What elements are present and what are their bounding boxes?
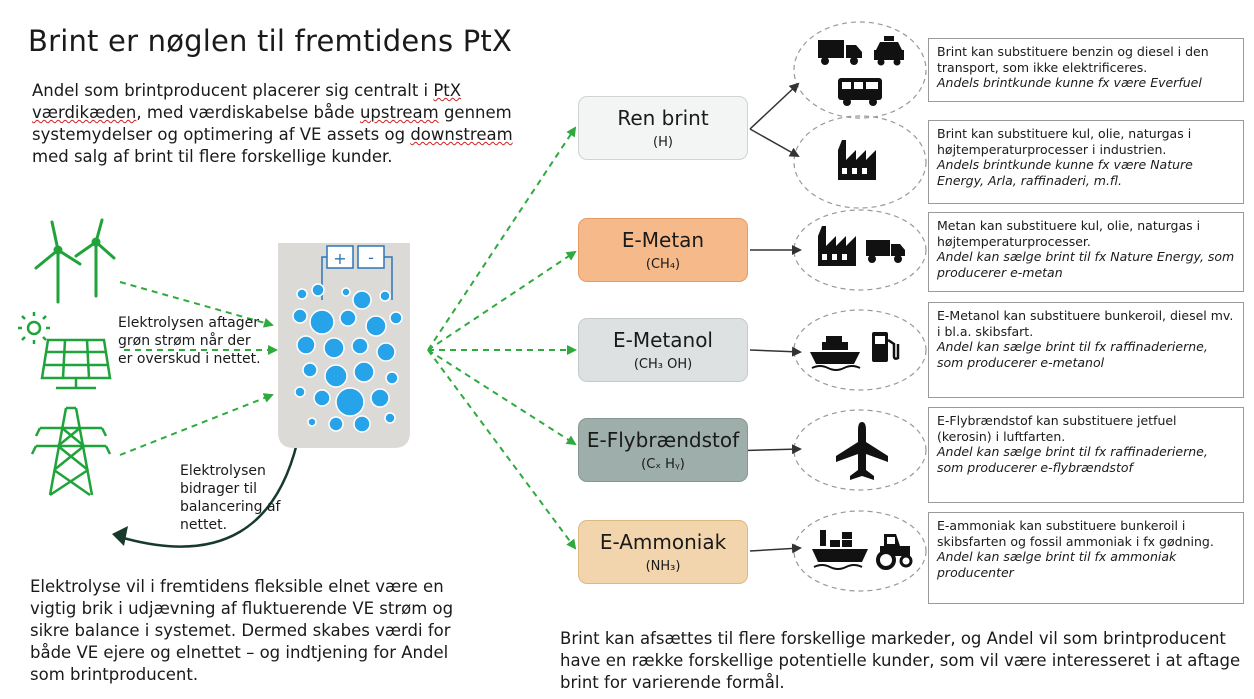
bottom-left-text: Elektrolyse vil i fremtidens fleksible e… [30,577,454,684]
description-customer: Andel kan sælge brint til fx raffinaderi… [937,339,1208,370]
electrolyzer-icon: + - [278,243,410,448]
page-title: Brint er nøglen til fremtidens PtX [28,24,513,58]
taxi-icon [874,36,904,66]
balancing-label: Elektrolysen bidrager til balancering af… [180,463,281,533]
product-e-ammoniak: E-Ammoniak (NH₃) [578,520,748,584]
description-box: Metan kan substituere kul, olie, naturga… [928,212,1244,292]
wind-turbine-icon [34,218,116,304]
balancing-arrow [119,429,302,548]
truck-icon [818,40,862,65]
product-e-flybraendstof: E-Flybrændstof (Cₓ Hᵧ) [578,418,748,482]
cargo-ship-icon [812,530,868,570]
ship-icon [810,336,861,371]
intro-text: Andel som brintproducent placerer sig ce… [32,81,513,166]
product-name: E-Metanol [613,327,713,352]
description-customer: Andels brintkunde kunne fx være Nature E… [937,157,1193,188]
description-customer: Andel kan sælge brint til fx Nature Ener… [937,249,1235,280]
product-ren-brint: Ren brint (H) [578,96,748,160]
product-formula: (Cₓ Hᵧ) [641,456,685,472]
description-text: E-Flybrændstof kan substituere jetfuel (… [937,413,1177,444]
product-name: E-Metan [621,227,705,252]
bus-icon [838,78,882,106]
description-text: E-Metanol kan substituere bunkeroil, die… [937,308,1234,339]
product-name: E-Ammoniak [599,529,727,554]
description-text: Metan kan substituere kul, olie, naturga… [937,218,1201,249]
description-box: E-Metanol kan substituere bunkeroil, die… [928,302,1244,398]
truck-icon [866,240,905,263]
green-power-label: Elektrolysen aftager grøn strøm når der … [118,315,261,367]
product-e-metanol: E-Metanol (CH₃ OH) [578,318,748,382]
description-box: E-ammoniak kan substituere bunkeroil i s… [928,512,1244,604]
bottom-right-text: Brint kan afsættes til flere forskellige… [560,629,1241,692]
factory-icon [838,140,876,180]
product-formula: (CH₄) [645,256,681,272]
description-text: E-ammoniak kan substituere bunkeroil i s… [937,518,1214,549]
description-text: Brint kan substituere benzin og diesel i… [937,44,1209,75]
product-e-metan: E-Metan (CH₄) [578,218,748,282]
product-formula: (CH₃ OH) [633,356,693,372]
product-formula: (H) [653,134,673,150]
pylon-icon [30,406,112,497]
description-text: Brint kan substituere kul, olie, naturga… [937,126,1192,157]
product-name: E-Flybrændstof [586,427,740,452]
description-customer: Andel kan sælge brint til fx ammoniak pr… [937,549,1177,580]
fuel-pump-icon [872,332,900,362]
factory-icon [818,226,856,266]
airplane-icon [836,422,888,480]
description-customer: Andel kan sælge brint til fx raffinaderi… [937,444,1208,475]
product-formula: (NH₃) [645,558,681,574]
svg-text:+: + [333,249,346,268]
description-customer: Andels brintkunde kunne fx være Everfuel [937,75,1202,90]
svg-text:-: - [368,248,374,267]
description-box: Brint kan substituere benzin og diesel i… [928,38,1244,102]
description-box: E-Flybrændstof kan substituere jetfuel (… [928,407,1244,503]
tractor-icon [876,534,913,570]
product-name: Ren brint [617,105,709,130]
description-box: Brint kan substituere kul, olie, naturga… [928,120,1244,204]
solar-panel-icon [18,312,112,390]
